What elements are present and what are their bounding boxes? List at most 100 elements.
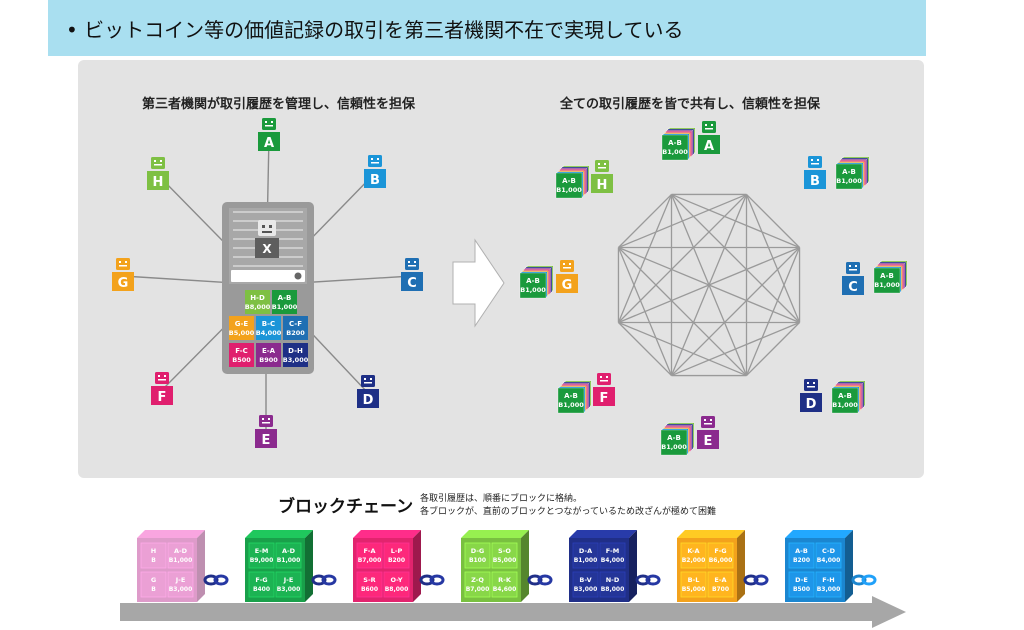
ledger-transaction: A-B (278, 294, 292, 302)
block-transaction: C-DB4,000 (815, 542, 842, 569)
robot-eye-icon (158, 375, 160, 377)
transaction-amount: B200 (793, 557, 810, 564)
node-label: X (262, 242, 272, 256)
block-transaction: B-VB3,000 (572, 571, 599, 598)
robot-head-icon (808, 156, 822, 168)
node-body (258, 132, 280, 151)
transaction-amount: B (151, 557, 156, 564)
robot-mouth-icon (705, 128, 713, 130)
robot-eye-icon (606, 376, 608, 378)
mesh-line (618, 194, 672, 248)
ledger-cell (272, 290, 297, 314)
transaction-pair: A-D (174, 547, 188, 555)
ledger-transaction: B-C (262, 320, 275, 328)
right-node-b: B (804, 156, 826, 189)
robot-eye-icon (807, 382, 809, 384)
robot-mouth-icon (704, 423, 712, 425)
transaction-amount: B200 (388, 557, 405, 564)
ledger-transaction: A-B (667, 434, 681, 442)
ledger-amount: B900 (259, 356, 278, 364)
chain-link-ring (537, 574, 553, 586)
transaction-amount: B1,000 (574, 557, 598, 564)
ledger-entry: A-BB1,000 (272, 290, 298, 314)
transaction-cell (572, 542, 599, 569)
node-body (804, 170, 826, 189)
transaction-cell (464, 571, 491, 598)
robot-head-icon (405, 258, 419, 270)
robot-mouth-icon (563, 267, 571, 269)
robot-head-icon (155, 372, 169, 384)
ledger-copy-stack: A-BB1,000 (873, 260, 908, 294)
block-top-face (137, 530, 205, 538)
robot-head-icon (702, 121, 716, 133)
ledger-layer (660, 429, 688, 456)
chain-link-icon (635, 574, 661, 586)
robot-head-icon (701, 416, 715, 428)
chain-link-ring (419, 574, 435, 586)
node-label: H (153, 175, 164, 190)
block-transaction: HB (140, 542, 167, 569)
transaction-amount: B7,000 (466, 586, 490, 593)
left-node-f: F (151, 372, 173, 405)
ledger-transaction: A-B (880, 272, 894, 280)
transaction-cell (356, 571, 383, 598)
robot-eye-icon (705, 124, 707, 126)
block-side-face (413, 530, 421, 602)
ledger-amount: B1,000 (520, 286, 546, 294)
mesh-line (671, 193, 800, 249)
node-body (697, 430, 719, 449)
ledger-amount: B1,000 (556, 186, 582, 194)
transaction-cell (572, 571, 599, 598)
robot-mouth-icon (811, 163, 819, 165)
ledger-amount: B1,000 (558, 401, 584, 409)
transaction-amount: B3,000 (817, 586, 841, 593)
chain-link-ring (645, 574, 661, 586)
transaction-pair: A-D (282, 547, 296, 555)
blockchain-title: ブロックチェーン (278, 497, 414, 517)
right-node-f: F (593, 373, 615, 406)
ledger-transaction: E-A (262, 347, 276, 355)
block-top-face (785, 530, 853, 538)
block-transaction: J-EB3,000 (275, 571, 302, 598)
ledger-amount: B5,000 (229, 329, 255, 337)
robot-head-icon (151, 157, 165, 169)
block-top-face (461, 530, 529, 538)
transaction-pair: F-G (714, 547, 726, 555)
ledger-entry: D-HB3,000 (283, 343, 309, 367)
mesh-line (618, 321, 747, 377)
right-node-e: E (697, 416, 719, 449)
ledger-amount: B3,000 (283, 356, 309, 364)
mesh-line (671, 247, 800, 376)
robot-eye-icon (604, 163, 606, 165)
ledger-layer (519, 272, 547, 299)
robot-eye-icon (364, 378, 366, 380)
transaction-pair: B-L (688, 576, 700, 584)
block-transaction: A-B B200 (788, 542, 815, 569)
ledger-layer (661, 134, 689, 161)
transaction-pair: A-B (795, 547, 808, 555)
chain-link-icon (851, 574, 877, 586)
page-title: • ビットコイン等の価値記録の取引を第三者機関不在で実現している (66, 18, 684, 42)
ledger-copy-stack: A-BB1,000 (661, 127, 696, 161)
robot-head-icon (361, 375, 375, 387)
node-body (151, 386, 173, 405)
ledger-cell (256, 343, 281, 367)
left-node-e: E (255, 415, 277, 448)
block-transaction: K-AB2,000 (680, 542, 707, 569)
transaction-pair: R-K (498, 576, 512, 584)
right-caption: 全ての取引履歴を皆で共有し、信頼性を担保 (560, 97, 821, 112)
transaction-cell (491, 571, 518, 598)
robot-head-icon (262, 118, 276, 130)
chain-link-icon (743, 574, 769, 586)
ledger-amount: B8,000 (245, 303, 271, 311)
robot-mouth-icon (598, 167, 606, 169)
block-transaction: F-GB6,000 (707, 542, 734, 569)
node-body (800, 393, 822, 412)
